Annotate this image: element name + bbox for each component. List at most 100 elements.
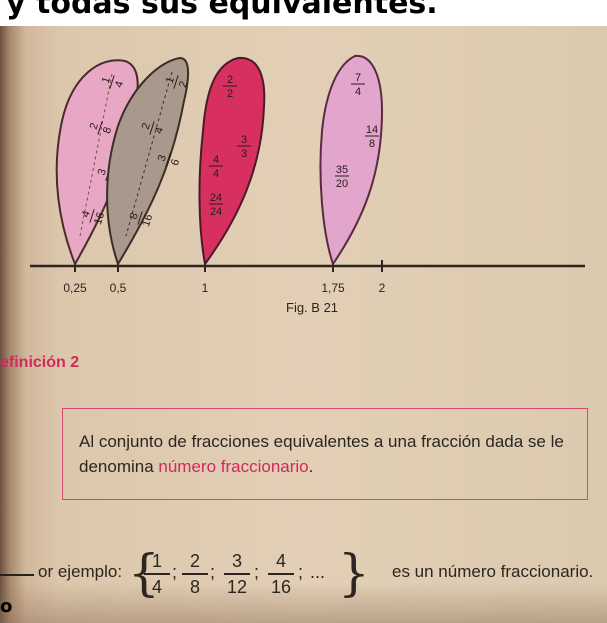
drop-fraction-denominator: 4 — [113, 80, 126, 90]
drop-fraction-numerator: 35 — [336, 164, 348, 176]
drop-fraction-bar — [173, 75, 179, 89]
drop-fraction: 148 — [365, 124, 379, 150]
drop-fraction: 22 — [223, 74, 237, 100]
drop-quarter: 1428312416 — [55, 59, 139, 267]
drop-fraction-numerator: 8 — [128, 211, 141, 221]
tick-label: 0,5 — [110, 281, 127, 295]
drop-fraction-numerator: 4 — [213, 154, 219, 166]
fraction-bar — [268, 573, 294, 575]
page-header-title: y todas sus equivalentes. — [6, 0, 438, 21]
example-separator: ; — [298, 562, 304, 582]
fraction-numerator: 2 — [189, 551, 200, 571]
fraction-denominator: 4 — [151, 576, 162, 597]
fraction-denominator: 12 — [226, 576, 248, 597]
drop-fraction-denominator: 6 — [169, 158, 182, 168]
drop-shape-half — [106, 56, 190, 267]
close-brace: } — [338, 544, 370, 602]
fraction-denominator: 8 — [189, 576, 200, 597]
tick-label: 1 — [202, 281, 209, 295]
drop-fraction-numerator: 2 — [88, 121, 101, 131]
tick-label: 2 — [379, 281, 386, 295]
drop-fraction-numerator: 1 — [100, 75, 113, 85]
drop-fraction-bar — [165, 153, 171, 167]
drop-fraction-denominator: 16 — [92, 211, 107, 226]
drop-fraction-numerator: 3 — [156, 153, 169, 163]
definition-heading: efinición 2 — [0, 354, 80, 371]
drop-fraction-denominator: 3 — [241, 148, 247, 160]
drop-fraction-bar — [89, 209, 95, 223]
example-fraction: 3 12 — [224, 550, 250, 598]
example-fraction: 4 16 — [268, 550, 294, 598]
fraction-bar — [182, 573, 208, 575]
drop-fraction-denominator: 8 — [101, 126, 114, 136]
drop-fraction-denominator: 2 — [177, 80, 190, 90]
definition-text-end: . — [308, 457, 314, 476]
drop-fraction-numerator: 14 — [366, 124, 378, 136]
fraction-numerator: 3 — [231, 551, 242, 571]
drop-fraction-numerator: 2 — [227, 74, 233, 86]
drop-fraction-numerator: 4 — [80, 209, 93, 219]
drop-fraction-numerator: 24 — [210, 192, 222, 204]
drop-fraction-denominator: 20 — [336, 178, 348, 190]
definition-text: Al conjunto de fracciones equivalentes a… — [79, 429, 569, 479]
drop-fraction-bar — [149, 121, 155, 135]
fraction-denominator: 16 — [270, 576, 292, 597]
drop-fraction-denominator: 2 — [227, 88, 233, 100]
drop-fraction-numerator: 3 — [241, 134, 247, 146]
example-lead: or ejemplo: — [38, 562, 123, 581]
drop-fraction: 33 — [237, 134, 251, 160]
drop-shape-seven-quarters — [319, 54, 384, 267]
drop-fraction-denominator: 24 — [210, 206, 222, 218]
tick-label: 1,75 — [321, 281, 345, 295]
drop-guide-line — [125, 71, 173, 237]
drop-fraction-bar — [97, 121, 103, 135]
definition-box: Al conjunto de fracciones equivalentes a… — [62, 408, 588, 500]
figure-caption: Fig. B 21 — [286, 300, 339, 315]
example-fraction: 2 8 — [182, 550, 208, 598]
example-separator: ; — [254, 562, 260, 582]
drop-fraction-denominator: 4 — [153, 126, 166, 136]
definition-term: número fraccionario — [158, 457, 309, 476]
drop-fraction-denominator: 8 — [369, 138, 375, 150]
fraction-bar — [144, 573, 170, 575]
corner-mark: o — [0, 596, 13, 617]
definition-text-start: Al conjunto de fracciones equivalentes a… — [79, 432, 564, 476]
example-tail: es un número fraccionario. — [392, 562, 594, 581]
fraction-bar — [224, 573, 250, 575]
fraction-numerator: 4 — [275, 551, 286, 571]
corner-rule — [0, 574, 34, 576]
page-header: y todas sus equivalentes. — [0, 0, 607, 26]
drop-fraction: 74 — [351, 72, 365, 98]
example-separator: ; — [172, 562, 178, 582]
drop-fraction-numerator: 1 — [164, 75, 177, 85]
drop-fraction-denominator: 16 — [140, 213, 155, 228]
example-ellipsis: ... — [310, 562, 326, 582]
example-fraction: 1 4 — [144, 550, 170, 598]
drop-fraction-numerator: 3 — [96, 167, 109, 177]
example-line: or ejemplo: { 1 4 ; 2 8 ; 3 12 ; 4 16 ; … — [38, 544, 598, 608]
drop-fraction-denominator: 4 — [355, 86, 361, 98]
tick-label: 0,25 — [63, 281, 87, 295]
drop-fraction-denominator: 4 — [213, 168, 219, 180]
drop-fraction-numerator: 2 — [140, 121, 153, 131]
example-separator: ; — [210, 562, 216, 582]
drop-fraction-bar — [109, 75, 115, 89]
drop-shape-one — [198, 56, 266, 267]
fraction-numerator: 1 — [151, 551, 162, 571]
drop-fraction: 44 — [209, 154, 223, 180]
page-shadow — [0, 583, 607, 623]
drop-fraction-numerator: 7 — [355, 72, 361, 84]
drop-fraction-bar — [137, 211, 143, 225]
